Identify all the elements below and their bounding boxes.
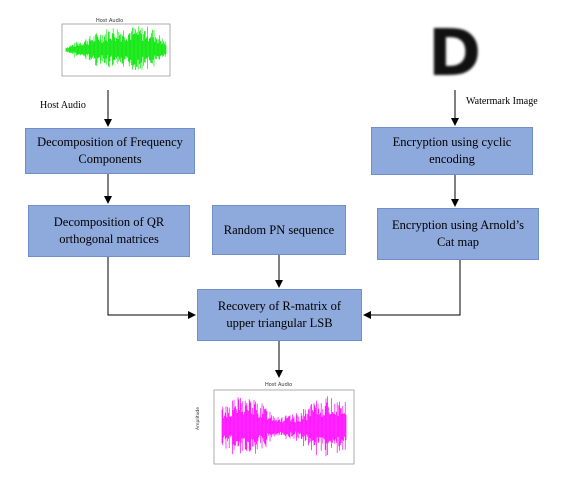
waveform-path (65, 26, 167, 70)
box-recovery-r-matrix: Recovery of R-matrix of upper triangular… (197, 289, 362, 341)
box-recovery-r-matrix-text: Recovery of R-matrix of upper triangular… (217, 299, 342, 330)
waveform-path (221, 396, 347, 457)
host-audio-waveform (61, 23, 171, 77)
host-plot-frame (61, 23, 171, 77)
output-wave-lines (221, 396, 347, 457)
box-decomposition-qr: Decomposition of QR orthogonal matrices (28, 205, 190, 257)
box-random-pn: Random PN sequence (212, 205, 346, 255)
host-plot-title: Host Audio (96, 18, 124, 24)
arrow-arnold-to-recovery (363, 260, 461, 319)
arrow-qr-to-recovery (107, 257, 196, 319)
box-encryption-arnold-text: Encryption using Arnold’s Cat map (392, 218, 524, 249)
box-decomposition-qr-text: Decomposition of QR orthogonal matrices (53, 215, 165, 246)
box-random-pn-text: Random PN sequence (223, 222, 335, 237)
host-audio-label: Host Audio (40, 100, 86, 111)
box-decomposition-frequency-text: Decomposition of Frequency Components (37, 135, 183, 166)
host-wave-lines (65, 26, 167, 70)
box-encryption-cyclic: Encryption using cyclic encoding (371, 127, 533, 175)
box-encryption-arnold: Encryption using Arnold’s Cat map (377, 208, 539, 260)
watermark-image: D (428, 17, 482, 91)
box-encryption-cyclic-text: Encryption using cyclic encoding (392, 135, 512, 166)
watermark-image-label: Watermark Image (466, 96, 538, 107)
output-plot-title: Host Audio (265, 382, 293, 388)
box-decomposition-frequency: Decomposition of Frequency Components (25, 128, 195, 174)
output-audio-waveform (213, 389, 355, 465)
